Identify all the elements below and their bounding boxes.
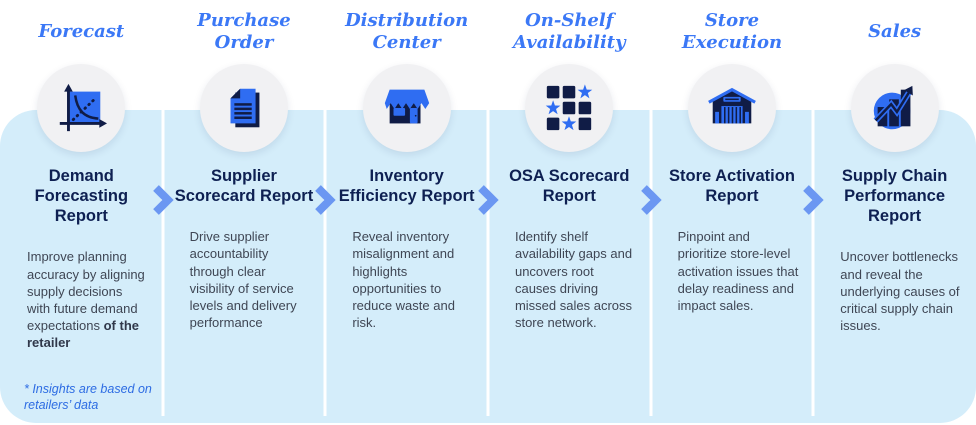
stage-title: Sales — [868, 20, 922, 42]
stage-title: On-Shelf Availability — [513, 9, 626, 54]
column-divider — [161, 110, 165, 416]
stage-column-store-execution: Store Execution — [651, 0, 814, 425]
report-title: Supply Chain Performance Report — [841, 167, 948, 226]
stage-column-purchase-order: Purchase Order Supplier Scorecard Report… — [163, 0, 326, 425]
description-text: Reveal inventory misalignment and highli… — [352, 229, 455, 331]
stage-icon-circle — [850, 64, 939, 152]
chevron-right-icon — [315, 185, 336, 215]
chevron-right-icon — [152, 185, 174, 215]
report-description: Pinpoint and prioritize store-level acti… — [651, 228, 814, 314]
stage-column-distribution-center: Distribution Center Inventory Efficiency… — [325, 0, 488, 425]
column-divider — [323, 110, 327, 416]
stage-column-forecast: Forecast Demand Forecasting Report Impro… — [0, 0, 163, 425]
sales-growth-chart-icon — [873, 85, 913, 130]
stage-icon-circle — [362, 64, 451, 152]
stage-title: Store Execution — [681, 9, 783, 54]
column-divider — [811, 110, 815, 416]
stage-column-sales: Sales Supply Chain Performance Report Un… — [813, 0, 976, 425]
description-text: Identify shelf availability gaps and unc… — [514, 229, 633, 331]
report-title: Store Activation Report — [668, 167, 795, 206]
report-description: Identify shelf availability gaps and unc… — [488, 228, 651, 331]
column-divider — [649, 110, 653, 416]
description-text: Uncover bottlenecks and reveal the under… — [840, 249, 960, 333]
report-description: Improve planning accuracy by aligning su… — [0, 248, 163, 351]
chevron-right-icon — [640, 185, 662, 215]
report-description: Reveal inventory misalignment and highli… — [325, 228, 488, 331]
stage-column-on-shelf-availability: On-Shelf Availability OSA Scorecard Repo… — [488, 0, 651, 425]
stage-title: Purchase Order — [197, 9, 291, 54]
report-description: Drive supplier accountability through cl… — [163, 228, 326, 331]
report-title: Inventory Efficiency Report — [338, 167, 475, 206]
stage-icon-circle — [525, 64, 614, 152]
stage-title: Forecast — [38, 20, 125, 42]
report-description: Uncover bottlenecks and reveal the under… — [813, 248, 976, 334]
distribution-center-store-icon — [384, 89, 429, 124]
column-divider — [486, 110, 490, 416]
osa-shelf-grid-icon — [546, 84, 593, 131]
stage-icon-circle — [687, 64, 776, 152]
report-title: OSA Scorecard Report — [509, 167, 630, 206]
report-title: Supplier Scorecard Report — [174, 167, 314, 206]
stage-title: Distribution Center — [345, 9, 469, 54]
description-bold-text: of the retailer — [27, 318, 139, 351]
description-text: Pinpoint and prioritize store-level acti… — [677, 229, 799, 313]
store-warehouse-icon — [708, 87, 756, 124]
chevron-right-icon — [803, 185, 824, 215]
stage-icon-circle — [37, 64, 126, 152]
description-text: Improve planning accuracy by aligning su… — [27, 249, 145, 333]
description-text: Drive supplier accountability through cl… — [189, 229, 297, 331]
insights-footnote: * Insights are based on retailers’ data — [24, 381, 152, 412]
chevron-right-icon — [478, 185, 499, 215]
report-title: Demand Forecasting Report — [34, 167, 129, 226]
purchase-order-document-icon — [230, 88, 260, 128]
forecast-axes-chart-icon — [60, 83, 108, 132]
stage-icon-circle — [199, 64, 288, 152]
